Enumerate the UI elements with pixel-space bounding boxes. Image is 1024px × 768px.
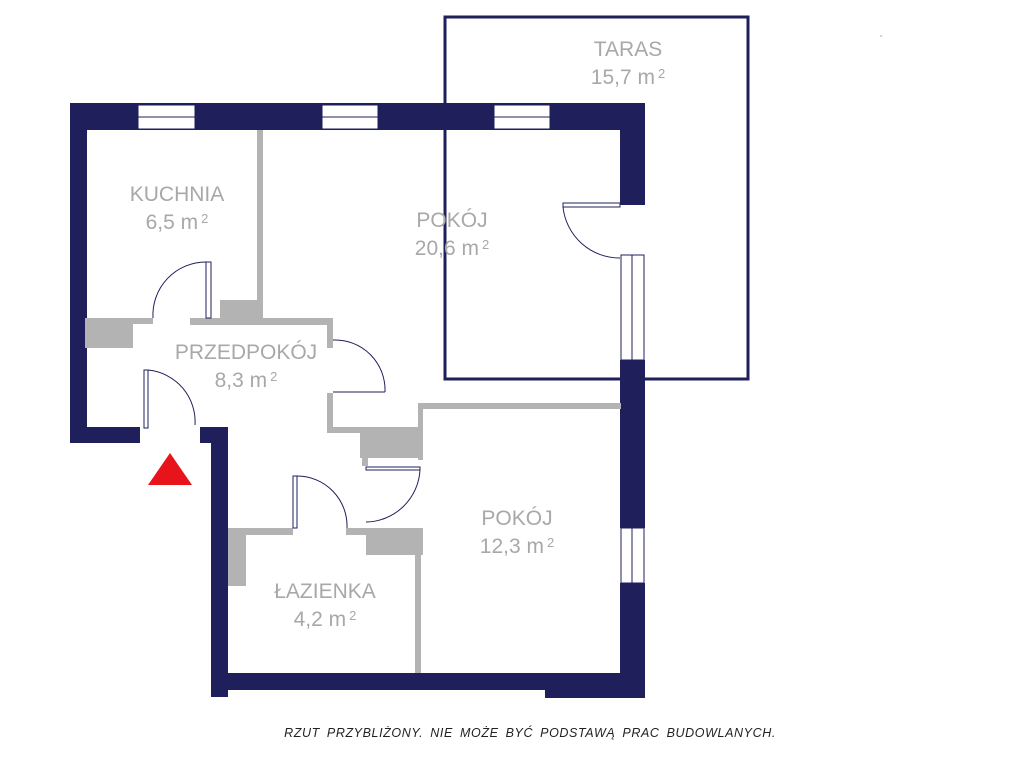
room-area: 12,3 m: [479, 535, 544, 558]
room-area: 8,3 m: [214, 369, 268, 392]
room-area: 6,5 m: [145, 211, 199, 234]
room-name: ŁAZIENKA: [274, 580, 376, 603]
area-unit-superscript: 2: [481, 237, 490, 252]
room-name: PRZEDPOKÓJ: [174, 341, 318, 364]
doors: [143, 202, 621, 529]
room-name: TARAS: [593, 38, 663, 61]
room-area: 4,2 m: [293, 608, 347, 631]
windows: [137, 104, 645, 584]
terrace-outline: [443, 15, 750, 381]
area-unit-superscript: 2: [349, 608, 357, 623]
area-unit-superscript: 2: [270, 369, 278, 384]
interior-walls: [85, 130, 621, 673]
room-name: KUCHNIA: [129, 183, 225, 206]
area-unit-superscript: 2: [657, 66, 666, 81]
disclaimer-note: RZUT PRZYBLIŻONY. NIE MOŻE BYĆ PODSTAWĄ …: [284, 726, 776, 740]
room-name: POKÓJ: [481, 507, 553, 530]
area-unit-superscript: 2: [546, 535, 555, 550]
room-name: POKÓJ: [416, 209, 488, 232]
entrance-triangle-icon: [148, 453, 192, 485]
room-area: 20,6 m: [414, 237, 479, 260]
room-area: 15,7 m: [590, 66, 655, 89]
area-unit-superscript: 2: [201, 211, 209, 226]
